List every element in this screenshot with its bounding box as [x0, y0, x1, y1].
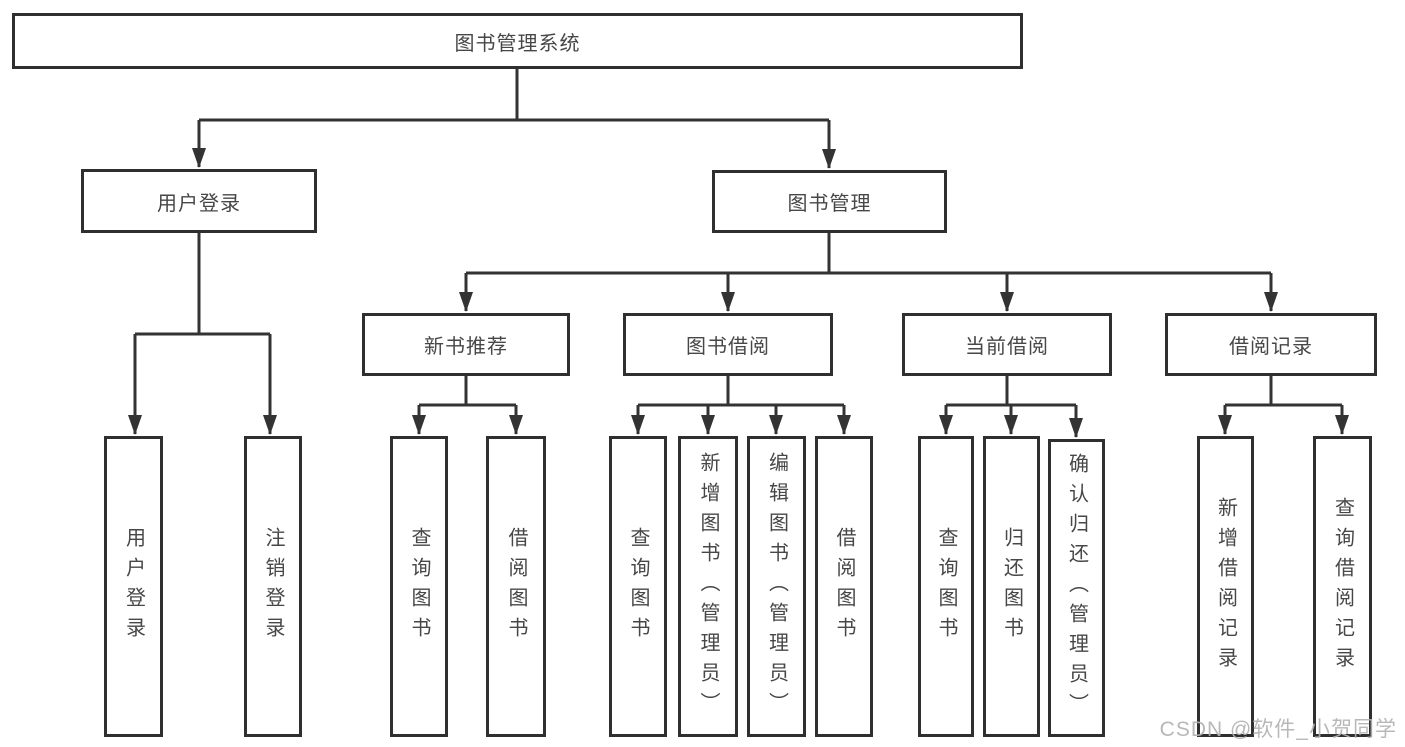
- leaf-query-book-2: 查询图书: [609, 436, 667, 737]
- leaf-add-book-admin: 新增图书（管理员）: [678, 436, 738, 737]
- node-current-borrow: 当前借阅: [902, 313, 1112, 376]
- node-borrow-records-label: 借阅记录: [1229, 336, 1313, 358]
- node-book-management-branch: 图书管理: [712, 170, 947, 233]
- leaf-confirm-return-admin-label: 确认归还（管理员）: [1065, 453, 1088, 723]
- leaf-query-book-1-label: 查询图书: [408, 526, 430, 647]
- node-current-borrow-label: 当前借阅: [965, 336, 1049, 358]
- node-new-book-recommend: 新书推荐: [362, 313, 570, 376]
- leaf-query-book-3: 查询图书: [918, 436, 974, 737]
- leaf-add-borrow-record: 新增借阅记录: [1197, 436, 1254, 737]
- leaf-borrow-book-2-label: 借阅图书: [833, 526, 855, 647]
- leaf-confirm-return-admin: 确认归还（管理员）: [1048, 439, 1105, 737]
- leaf-logout: 注销登录: [244, 436, 302, 737]
- leaf-return-book: 归还图书: [983, 436, 1040, 737]
- node-root-system: 图书管理系统: [12, 13, 1023, 69]
- leaf-borrow-book-1: 借阅图书: [486, 436, 546, 737]
- node-borrow-records: 借阅记录: [1165, 313, 1377, 376]
- node-new-book-recommend-label: 新书推荐: [424, 336, 508, 358]
- node-book-borrow-label: 图书借阅: [686, 336, 770, 358]
- leaf-borrow-book-2: 借阅图书: [815, 436, 873, 737]
- node-book-borrow: 图书借阅: [623, 313, 833, 376]
- leaf-borrow-book-1-label: 借阅图书: [505, 526, 527, 647]
- leaf-user-login-label: 用户登录: [122, 526, 145, 647]
- csdn-watermark: CSDN @软件_小贺同学: [1159, 718, 1397, 741]
- leaf-edit-book-admin-label: 编辑图书（管理员）: [765, 451, 788, 722]
- leaf-add-borrow-record-label: 新增借阅记录: [1214, 496, 1237, 677]
- node-user-login-branch-label: 用户登录: [157, 192, 241, 215]
- leaf-query-book-2-label: 查询图书: [627, 526, 649, 647]
- node-user-login-branch: 用户登录: [81, 169, 317, 233]
- leaf-user-login: 用户登录: [104, 436, 163, 737]
- leaf-logout-label: 注销登录: [262, 526, 284, 647]
- leaf-query-borrow-record: 查询借阅记录: [1313, 436, 1372, 737]
- leaf-query-borrow-record-label: 查询借阅记录: [1331, 496, 1354, 677]
- node-book-management-branch-label: 图书管理: [787, 193, 872, 215]
- leaf-query-book-1: 查询图书: [390, 436, 448, 737]
- leaf-return-book-label: 归还图书: [1000, 526, 1023, 647]
- leaf-add-book-admin-label: 新增图书（管理员）: [697, 451, 719, 722]
- leaf-edit-book-admin: 编辑图书（管理员）: [747, 436, 806, 737]
- leaf-query-book-3-label: 查询图书: [935, 526, 957, 647]
- node-root-system-label: 图书管理系统: [454, 32, 581, 55]
